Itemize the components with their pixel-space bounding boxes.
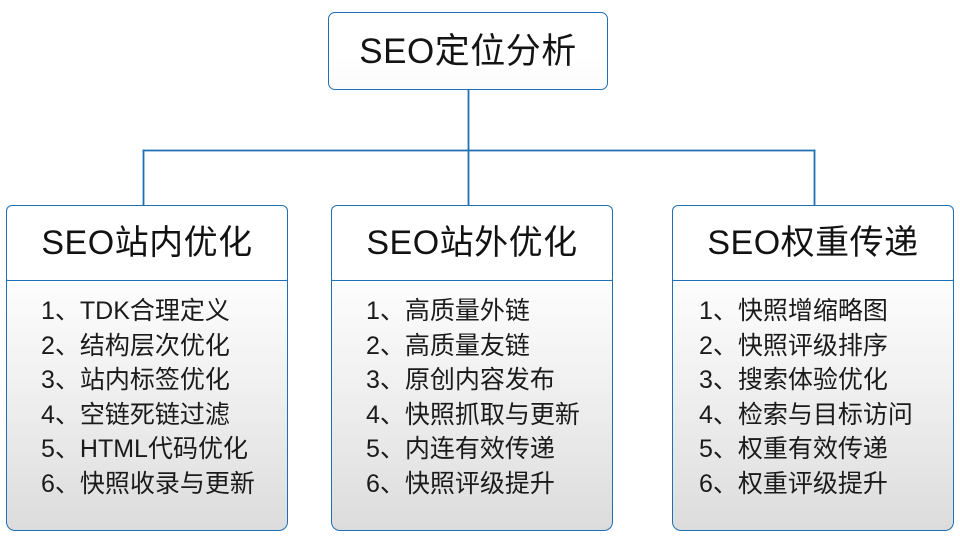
branch-column-1: SEO站内优化 1、TDK合理定义 2、结构层次优化 3、站内标签优化 4、空链… bbox=[6, 205, 288, 531]
list-item: 4、空链死链过滤 bbox=[41, 400, 230, 429]
branch-header-label-3: SEO权重传递 bbox=[707, 224, 919, 262]
branch-column-2: SEO站外优化 1、高质量外链 2、高质量友链 3、原创内容发布 4、快照抓取与… bbox=[331, 205, 613, 531]
list-item: 4、快照抓取与更新 bbox=[366, 400, 580, 429]
root-node-title: SEO定位分析 bbox=[359, 31, 577, 71]
list-item: 6、快照收录与更新 bbox=[41, 469, 255, 498]
branch-body-1: 1、TDK合理定义 2、结构层次优化 3、站内标签优化 4、空链死链过滤 5、H… bbox=[6, 280, 288, 531]
branch-header-3[interactable]: SEO权重传递 bbox=[672, 205, 954, 281]
branch-column-3: SEO权重传递 1、快照增缩略图 2、快照评级排序 3、搜索体验优化 4、检索与… bbox=[672, 205, 954, 531]
list-item: 3、搜索体验优化 bbox=[699, 366, 888, 394]
list-item: 6、权重评级提升 bbox=[699, 469, 888, 498]
branch-header-label-2: SEO站外优化 bbox=[366, 224, 578, 262]
list-item: 3、原创内容发布 bbox=[366, 366, 555, 394]
list-item: 4、检索与目标访问 bbox=[699, 400, 913, 429]
list-item: 2、快照评级排序 bbox=[699, 331, 888, 360]
branch-body-2: 1、高质量外链 2、高质量友链 3、原创内容发布 4、快照抓取与更新 5、内连有… bbox=[331, 280, 613, 531]
list-item: 1、高质量外链 bbox=[366, 297, 530, 325]
list-item: 1、TDK合理定义 bbox=[41, 297, 230, 325]
branch-header-2[interactable]: SEO站外优化 bbox=[331, 205, 613, 281]
list-item: 5、HTML代码优化 bbox=[41, 435, 248, 463]
root-node[interactable]: SEO定位分析 bbox=[328, 12, 608, 90]
list-item: 3、站内标签优化 bbox=[41, 366, 230, 394]
list-item: 6、快照评级提升 bbox=[366, 469, 555, 498]
list-item: 2、结构层次优化 bbox=[41, 331, 230, 360]
branch-body-3: 1、快照增缩略图 2、快照评级排序 3、搜索体验优化 4、检索与目标访问 5、权… bbox=[672, 280, 954, 531]
list-item: 5、内连有效传递 bbox=[366, 435, 555, 463]
list-item: 5、权重有效传递 bbox=[699, 435, 888, 463]
list-item: 1、快照增缩略图 bbox=[699, 297, 888, 325]
branch-header-1[interactable]: SEO站内优化 bbox=[6, 205, 288, 281]
list-item: 2、高质量友链 bbox=[366, 331, 530, 360]
branch-header-label-1: SEO站内优化 bbox=[41, 224, 253, 262]
